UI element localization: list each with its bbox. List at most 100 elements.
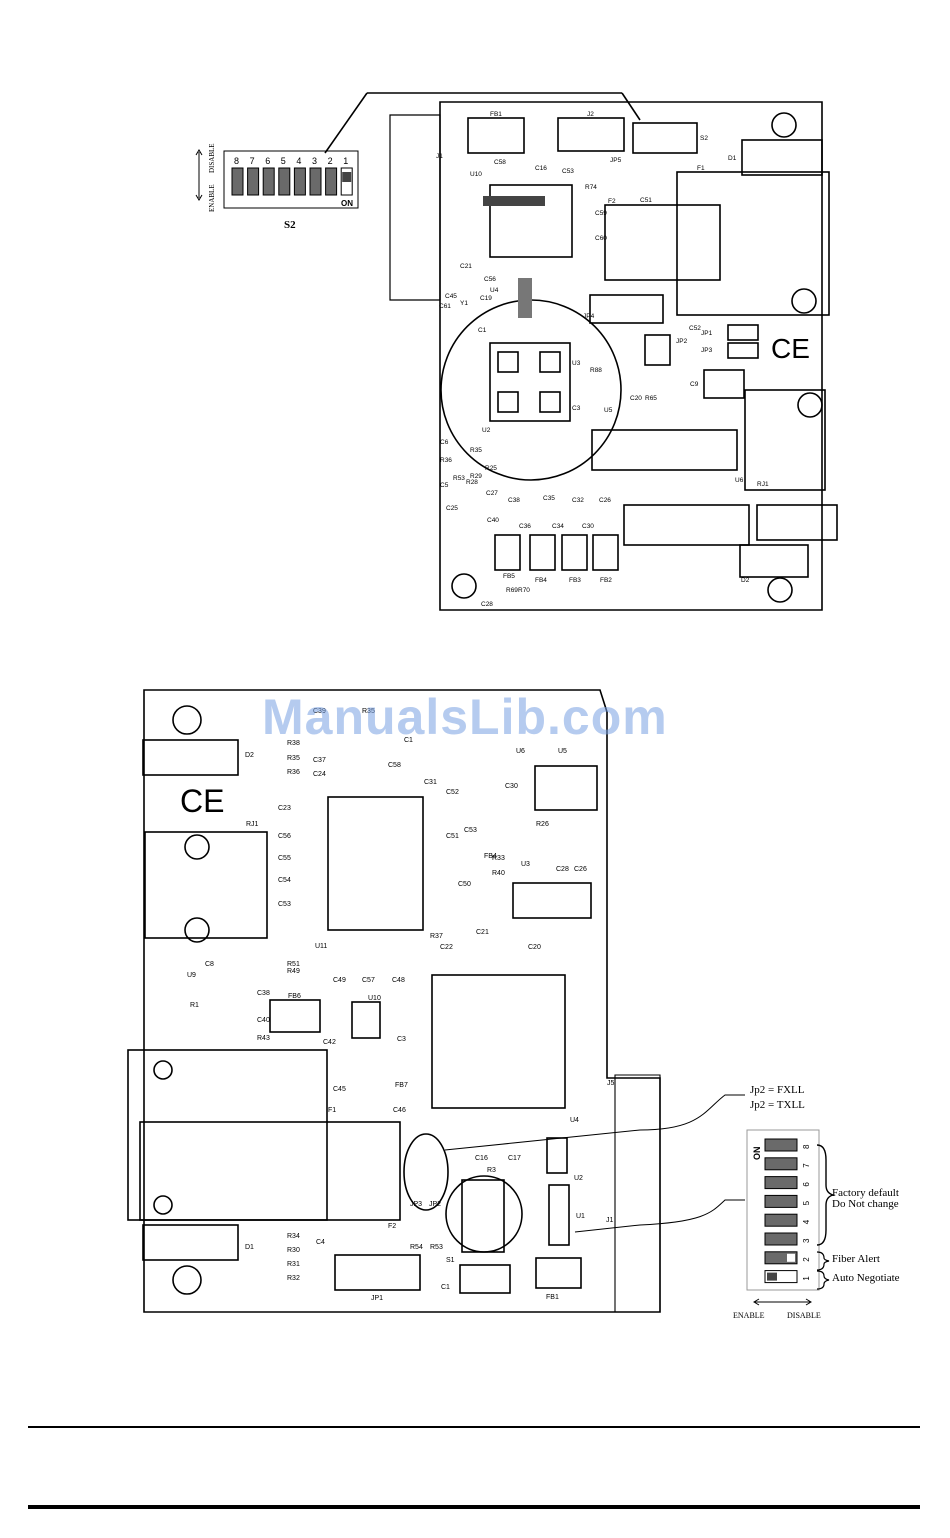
bottom-dip-number: 4 [802, 1219, 811, 1224]
auto-negotiate-label: Auto Negotiate [832, 1272, 900, 1284]
bottom-component-label: C20 [528, 944, 541, 951]
bottom-dip-number: 3 [802, 1238, 811, 1243]
bottom-component-label: S1 [446, 1257, 455, 1264]
bottom-component-label: C40 [257, 1017, 270, 1024]
divider-top [28, 1426, 920, 1428]
bottom-component-label: U5 [558, 748, 567, 755]
top-component-label: Y1 [460, 300, 468, 307]
bottom-component-label: C57 [362, 977, 375, 984]
bottom-board-outline [143, 689, 661, 1313]
bottom-component-label: U3 [521, 861, 530, 868]
factory-default-label: Factory default [832, 1187, 899, 1199]
top-dip-name: S2 [284, 219, 296, 231]
bottom-component-label: FB1 [546, 1294, 559, 1301]
top-component-label: R53 [453, 475, 465, 482]
bottom-component-label: C8 [205, 961, 214, 968]
bottom-component-label: C30 [505, 783, 518, 790]
top-component-label: C25 [446, 505, 458, 512]
bottom-component-label: RJ1 [246, 821, 259, 828]
bottom-component-label: R3 [487, 1167, 496, 1174]
bottom-component-label: C3 [397, 1036, 406, 1043]
top-component-label: C56 [484, 276, 496, 283]
bottom-component-label: C45 [333, 1086, 346, 1093]
bottom-component-label: R33 [492, 855, 505, 862]
bottom-component-label: FB6 [288, 993, 301, 1000]
jp2-txll-note: Jp2 = TXLL [750, 1099, 805, 1111]
top-component-label: C5 [440, 482, 449, 489]
bottom-component-label: R34 [287, 1233, 300, 1240]
bottom-component-label: R37 [430, 933, 443, 940]
bottom-dip-enable-label: ENABLE [733, 1311, 765, 1320]
bottom-component-label: R35 [362, 708, 375, 715]
bottom-component-label: R31 [287, 1261, 300, 1268]
top-dip-lever [262, 167, 275, 196]
bottom-dip-number: 6 [802, 1182, 811, 1187]
top-dip-switch [223, 150, 359, 209]
bottom-dip-lever-knob [787, 1253, 795, 1262]
bottom-component-label: R35 [287, 755, 300, 762]
top-component-label: C9 [690, 381, 699, 388]
top-component-label: F1 [697, 165, 705, 172]
top-dip-lever [325, 167, 338, 196]
bottom-component-label: C1 [441, 1284, 450, 1291]
fiber-alert-label: Fiber Alert [832, 1253, 880, 1265]
top-component-label: C1 [478, 327, 487, 334]
bottom-component-label: C49 [333, 977, 346, 984]
top-component-label: R65 [645, 395, 657, 402]
top-component-label: C58 [494, 159, 506, 166]
watermark: ManualsLib.com [262, 689, 668, 745]
bottom-dip-number: 2 [802, 1257, 811, 1262]
top-component-label: R28 [466, 479, 478, 486]
bottom-component-label: F2 [388, 1223, 396, 1230]
bottom-component-label: C56 [278, 833, 291, 840]
bottom-component-label: C48 [392, 977, 405, 984]
top-component-label: C36 [519, 523, 531, 530]
bottom-component-label: D2 [245, 752, 254, 759]
top-component-label: C20 [630, 395, 642, 402]
top-dip-enable-label: ENABLE [208, 184, 216, 212]
bottom-component-label: U10 [368, 995, 381, 1002]
top-dip-on-label: ON [341, 199, 353, 208]
top-component-label: C21 [460, 263, 472, 270]
bottom-component-label: C50 [458, 881, 471, 888]
top-dip-lever [247, 167, 260, 196]
bottom-component-label: C17 [508, 1155, 521, 1162]
bottom-component-label: R40 [492, 870, 505, 877]
top-board-outline [439, 101, 823, 611]
bottom-component-label: J5 [607, 1080, 615, 1087]
bottom-dip-lever [764, 1138, 798, 1152]
bottom-component-label: C1 [404, 737, 413, 744]
top-component-label: C52 [689, 325, 701, 332]
bottom-component-label: C24 [313, 771, 326, 778]
bottom-component-label: R43 [257, 1035, 270, 1042]
bottom-dip-lever-knob [767, 1272, 777, 1281]
bottom-dip-lever [764, 1213, 798, 1227]
top-component-label: F2 [608, 198, 616, 205]
bottom-component-label: R38 [287, 740, 300, 747]
bottom-component-label: C55 [278, 855, 291, 862]
bottom-component-label: U9 [187, 972, 196, 979]
top-component-label: U3 [572, 360, 581, 367]
bottom-component-label: U1 [576, 1213, 585, 1220]
bottom-component-label: R32 [287, 1275, 300, 1282]
top-component-label: FB2 [600, 577, 612, 584]
bottom-component-label: C39 [313, 708, 326, 715]
top-dip-levers [231, 167, 353, 196]
top-component-label: FB5 [503, 573, 515, 580]
top-component-label: RJ1 [757, 481, 769, 488]
top-component-label: C16 [535, 165, 547, 172]
bottom-dip-lever [764, 1194, 798, 1208]
bottom-component-label: JP3 [410, 1201, 422, 1208]
top-component-label: JP3 [701, 347, 713, 354]
bottom-component-label: C22 [440, 944, 453, 951]
bottom-component-label: R53 [430, 1244, 443, 1251]
bottom-component-label: C54 [278, 877, 291, 884]
bottom-component-label: C51 [446, 833, 459, 840]
bottom-component-label: JP1 [371, 1295, 383, 1302]
top-component-label: C6 [440, 439, 449, 446]
bottom-component-label: R36 [287, 769, 300, 776]
